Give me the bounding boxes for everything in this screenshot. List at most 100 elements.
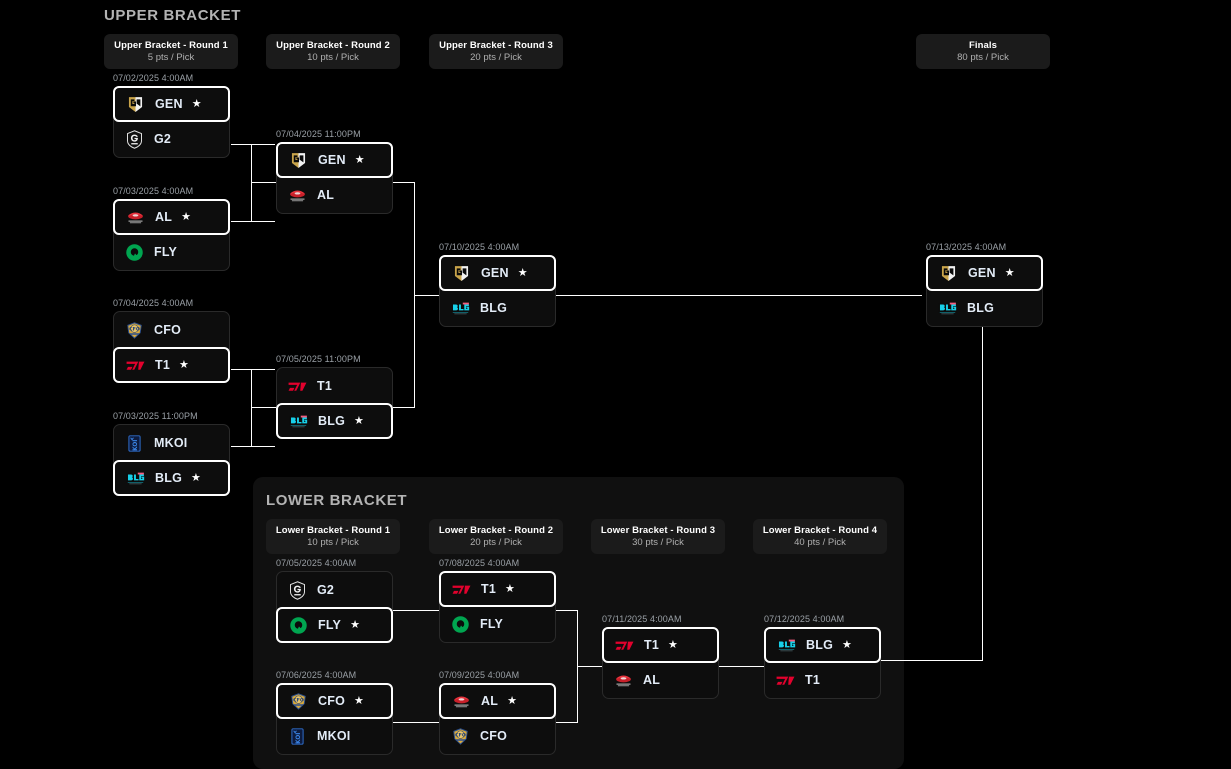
- match-ub-r1-m2[interactable]: 07/03/2025 4:00AM AL★ FLY: [113, 186, 230, 271]
- round-header-points: 10 pts / Pick: [307, 52, 359, 63]
- match-card[interactable]: GEN★ G2: [113, 86, 230, 158]
- team-row[interactable]: T1: [277, 368, 392, 404]
- round-header-name: Lower Bracket - Round 2: [438, 525, 554, 536]
- match-lb-r2-m1[interactable]: 07/08/2025 4:00AM T1★ FLY: [439, 558, 556, 643]
- match-card[interactable]: GEN★ BLG: [926, 255, 1043, 327]
- svg-text:CFO: CFO: [455, 732, 466, 738]
- match-lb-r2-m2[interactable]: 07/09/2025 4:00AM AL★ CFO CFO: [439, 670, 556, 755]
- team-name: BLG: [967, 301, 994, 315]
- team-name: T1: [805, 673, 820, 687]
- team-row-winner[interactable]: FLY★: [276, 607, 393, 643]
- round-header-ub-r1: Upper Bracket - Round 1 5 pts / Pick: [104, 34, 238, 69]
- gen-logo: [288, 150, 309, 171]
- svg-text:KOI: KOI: [133, 439, 139, 450]
- winner-star-icon: ★: [354, 694, 364, 707]
- t1-logo: [287, 376, 308, 397]
- team-row[interactable]: AL: [277, 177, 392, 213]
- team-row-winner[interactable]: CFO CFO★: [276, 683, 393, 719]
- round-header-points: 10 pts / Pick: [307, 537, 359, 548]
- match-date: 07/03/2025 11:00PM: [113, 411, 198, 421]
- fly-logo: [288, 615, 309, 636]
- match-date: 07/13/2025 4:00AM: [926, 242, 1007, 252]
- team-name: AL: [317, 188, 335, 202]
- blg-logo: [125, 468, 146, 489]
- team-row[interactable]: CFO CFO: [440, 718, 555, 754]
- team-row-winner[interactable]: GEN★: [113, 86, 230, 122]
- match-card[interactable]: AL★ FLY: [113, 199, 230, 271]
- team-row-winner[interactable]: AL★: [113, 199, 230, 235]
- match-card[interactable]: GEN★ BLG: [439, 255, 556, 327]
- match-card[interactable]: T1★ FLY: [439, 571, 556, 643]
- team-name: GEN: [968, 266, 996, 280]
- match-ub-r1-m3[interactable]: 07/04/2025 4:00AM CFO CFO T1★: [113, 298, 230, 383]
- team-row-winner[interactable]: GEN★: [276, 142, 393, 178]
- match-card[interactable]: GEN★ AL: [276, 142, 393, 214]
- team-row-winner[interactable]: GEN★: [926, 255, 1043, 291]
- round-header-lb-r3: Lower Bracket - Round 3 30 pts / Pick: [591, 519, 725, 554]
- team-row[interactable]: FLY: [440, 606, 555, 642]
- team-row-winner[interactable]: T1★: [113, 347, 230, 383]
- round-header-name: Lower Bracket - Round 1: [275, 525, 391, 536]
- team-row-winner[interactable]: BLG★: [764, 627, 881, 663]
- round-header-points: 30 pts / Pick: [632, 537, 684, 548]
- round-header-name: Upper Bracket - Round 3: [439, 40, 553, 51]
- match-date: 07/10/2025 4:00AM: [439, 242, 520, 252]
- match-card[interactable]: CFO CFO T1★: [113, 311, 230, 383]
- blg-logo: [450, 298, 471, 319]
- match-ub-r2-m2[interactable]: 07/05/2025 11:00PM T1 BLG★: [276, 354, 393, 439]
- match-lb-r3-m1[interactable]: 07/11/2025 4:00AM T1★ AL: [602, 614, 719, 699]
- match-card[interactable]: BLG★ T1: [764, 627, 881, 699]
- team-name: T1: [644, 638, 659, 652]
- team-row-winner[interactable]: AL★: [439, 683, 556, 719]
- winner-star-icon: ★: [505, 582, 515, 595]
- team-name: FLY: [154, 245, 178, 259]
- team-row[interactable]: G2: [277, 572, 392, 608]
- team-row-winner[interactable]: BLG★: [276, 403, 393, 439]
- winner-star-icon: ★: [517, 266, 528, 279]
- match-card[interactable]: T1 BLG★: [276, 367, 393, 439]
- round-header-name: Lower Bracket - Round 3: [600, 525, 716, 536]
- team-row[interactable]: CFO CFO: [114, 312, 229, 348]
- team-name: FLY: [480, 617, 504, 631]
- team-name: BLG: [155, 471, 182, 485]
- team-row[interactable]: T1: [765, 662, 880, 698]
- match-card[interactable]: G2 FLY★: [276, 571, 393, 643]
- team-row[interactable]: BLG: [440, 290, 555, 326]
- team-row-winner[interactable]: BLG★: [113, 460, 230, 496]
- fly-logo: [124, 242, 145, 263]
- team-row[interactable]: G2: [114, 121, 229, 157]
- team-name: T1: [155, 358, 170, 372]
- team-name: GEN: [318, 153, 346, 167]
- match-ub-finals[interactable]: 07/13/2025 4:00AM GEN★ BLG: [926, 242, 1043, 327]
- team-name: AL: [643, 673, 661, 687]
- team-row-winner[interactable]: T1★: [602, 627, 719, 663]
- team-row-winner[interactable]: T1★: [439, 571, 556, 607]
- match-ub-r2-m1[interactable]: 07/04/2025 11:00PM GEN★ AL: [276, 129, 393, 214]
- team-name: G2: [317, 583, 335, 597]
- upper-bracket-title: UPPER BRACKET: [104, 7, 241, 24]
- round-header-ub-r2: Upper Bracket - Round 2 10 pts / Pick: [266, 34, 400, 69]
- match-ub-r3-m1[interactable]: 07/10/2025 4:00AM GEN★ BLG: [439, 242, 556, 327]
- match-card[interactable]: T1★ AL: [602, 627, 719, 699]
- team-row[interactable]: AL: [603, 662, 718, 698]
- match-card[interactable]: AL★ CFO CFO: [439, 683, 556, 755]
- g2-logo: [287, 580, 308, 601]
- match-lb-r4-m1[interactable]: 07/12/2025 4:00AM BLG★ T1: [764, 614, 881, 699]
- team-row[interactable]: FLY: [114, 234, 229, 270]
- match-lb-r1-m1[interactable]: 07/05/2025 4:00AM G2 FLY★: [276, 558, 393, 643]
- blg-logo: [776, 635, 797, 656]
- winner-star-icon: ★: [191, 97, 202, 110]
- match-ub-r1-m1[interactable]: 07/02/2025 4:00AM GEN★ G2: [113, 73, 230, 158]
- round-header-points: 20 pts / Pick: [470, 537, 522, 548]
- team-row-winner[interactable]: GEN★: [439, 255, 556, 291]
- team-name: AL: [481, 694, 499, 708]
- round-header-name: Upper Bracket - Round 1: [114, 40, 228, 51]
- team-row[interactable]: BLG: [927, 290, 1042, 326]
